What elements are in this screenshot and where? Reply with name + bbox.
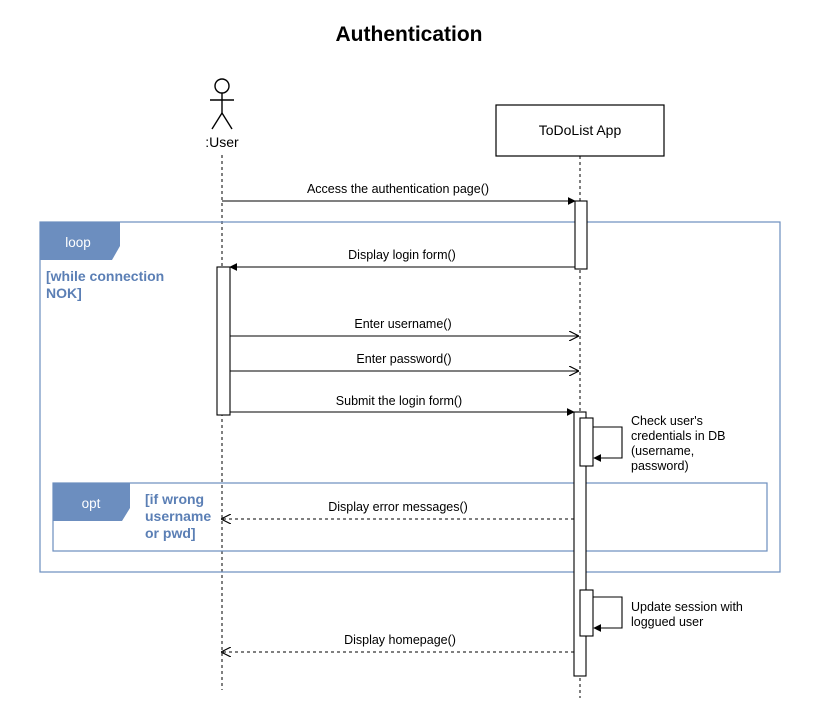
opt-guard-line: or pwd] — [145, 525, 196, 541]
message-3: Enter username() — [230, 317, 578, 336]
update-note: Update session with loggued user — [631, 600, 746, 629]
message-5-label: Submit the login form() — [336, 394, 462, 408]
update-note-line: loggued user — [631, 615, 703, 629]
app-participant-label: ToDoList App — [539, 122, 622, 138]
check-activation — [579, 417, 594, 467]
loop-guard-line: NOK] — [46, 285, 82, 301]
self-call-update: Update session with loggued user — [593, 596, 746, 632]
opt-guard-line: [if wrong — [145, 491, 204, 507]
loop-guard-line: [while connection — [46, 268, 164, 284]
self-call-check: Check user's credentials in DB (username… — [593, 414, 729, 473]
check-note-line: Check user's — [631, 414, 703, 428]
message-5: Submit the login form() — [230, 394, 575, 416]
opt-guard-line: username — [145, 508, 211, 524]
opt-label-tab — [53, 483, 130, 521]
message-6-label: Display error messages() — [328, 500, 468, 514]
check-note-line: password) — [631, 459, 689, 473]
message-1-label: Access the authentication page() — [307, 182, 489, 196]
loop-guard: [while connection NOK] — [46, 268, 168, 301]
update-activation — [579, 589, 594, 637]
message-2-label: Display login form() — [348, 248, 456, 262]
diagram-title: Authentication — [336, 23, 483, 46]
message-2: Display login form() — [229, 248, 575, 271]
opt-label: opt — [82, 496, 101, 511]
opt-guard: [if wrong username or pwd] — [145, 491, 215, 541]
message-6: Display error messages() — [222, 500, 574, 519]
message-4: Enter password() — [230, 352, 578, 371]
check-note-line: (username, — [631, 444, 694, 458]
message-4-label: Enter password() — [356, 352, 451, 366]
user-actor — [210, 78, 234, 130]
loop-fragment: loop [while connection NOK] — [39, 221, 781, 573]
check-note: Check user's credentials in DB (username… — [631, 414, 729, 473]
loop-label-tab — [40, 222, 120, 260]
message-1: Access the authentication page() — [222, 182, 576, 205]
app-activation-1 — [574, 200, 588, 270]
loop-label: loop — [65, 235, 91, 250]
user-actor-label: :User — [205, 134, 239, 150]
app-participant-box — [495, 104, 665, 157]
update-note-line: Update session with — [631, 600, 743, 614]
check-note-line: credentials in DB — [631, 429, 726, 443]
message-7: Display homepage() — [222, 633, 574, 652]
message-7-label: Display homepage() — [344, 633, 456, 647]
opt-fragment: opt [if wrong username or pwd] — [52, 482, 768, 552]
message-3-label: Enter username() — [354, 317, 451, 331]
user-activation — [216, 266, 231, 416]
